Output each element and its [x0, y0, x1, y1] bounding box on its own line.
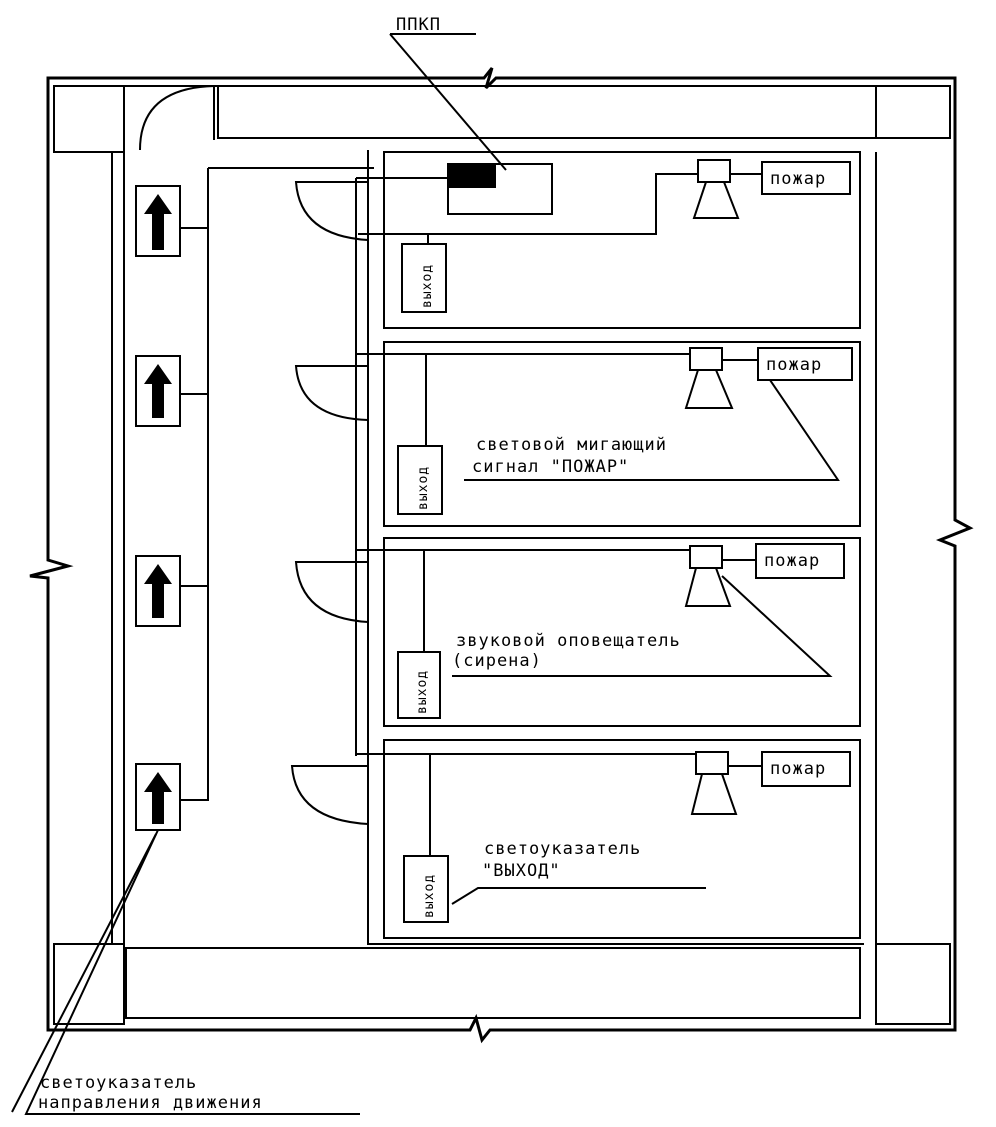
exit-sign-label: выход: [422, 874, 437, 918]
exit-sign-label: выход: [416, 466, 431, 510]
fire-signal-label: пожар: [770, 759, 826, 779]
doors: [290, 181, 369, 825]
annotations: световой мигающий сигнал "ПОЖАР" звуково…: [38, 435, 681, 1113]
siren-icon: [684, 347, 734, 409]
direction-sign-caption-2: направления движения: [38, 1093, 263, 1113]
siren-icon: [690, 751, 738, 815]
wiring: [11, 33, 840, 1115]
inner-walls: [53, 85, 951, 1025]
flash-signal-caption-1: световой мигающий: [476, 435, 667, 455]
direction-sign-caption-1: светоуказатель: [40, 1073, 197, 1093]
ppkp-label: ППКП: [396, 15, 441, 35]
arrow-sign-icon: [135, 185, 181, 257]
exit-indicator-caption-1: светоуказатель: [484, 839, 641, 859]
arrow-sign-icon: [135, 555, 181, 627]
siren-caption-2: (сирена): [452, 651, 542, 671]
fire-signal-label: пожар: [770, 169, 826, 189]
exit-sign-label: выход: [420, 264, 435, 308]
fire-signals: пожар пожар пожар пожар: [755, 161, 853, 787]
arrow-sign-icon: [135, 355, 181, 427]
exit-sign-label: выход: [415, 670, 430, 714]
fire-signal-label: пожар: [766, 355, 822, 375]
siren-icon: [692, 159, 740, 219]
exit-indicator-caption-2: "ВЫХОД": [482, 861, 561, 881]
exit-signs: выход выход выход выход: [397, 243, 449, 923]
siren-icon: [684, 545, 732, 607]
control-panel: ППКП: [396, 15, 553, 215]
arrow-sign-icon: [135, 763, 181, 831]
siren-caption-1: звуковой оповещатель: [456, 631, 681, 651]
direction-signs: [135, 185, 181, 831]
fire-signal-label: пожар: [764, 551, 820, 571]
rooms: [383, 151, 861, 939]
flash-signal-caption-2: сигнал "ПОЖАР": [472, 457, 629, 477]
sirens: [684, 159, 740, 815]
